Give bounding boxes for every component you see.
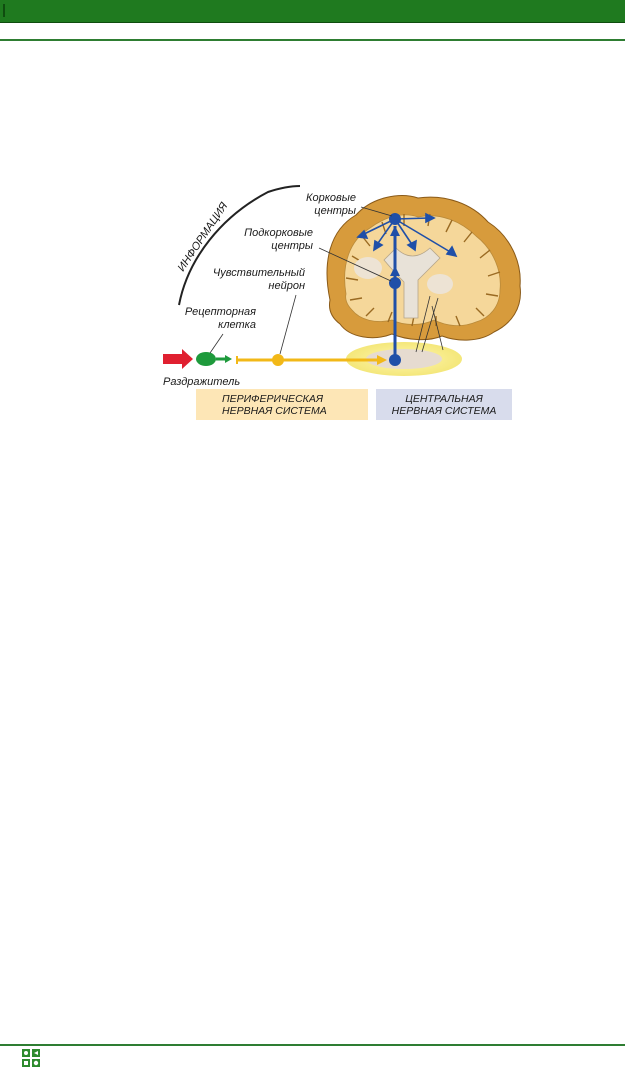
cns-label-1: ЦЕНТРАЛЬНАЯ: [405, 393, 483, 405]
cns-box: [376, 389, 512, 420]
pathway-arrow-head-lower: [390, 266, 400, 276]
stimulus-label: Раздражитель: [163, 376, 240, 388]
pathway-arrow-head-upper: [390, 226, 400, 236]
sensory-label-pointer: [279, 294, 297, 355]
subcortical-nucleus-right: [427, 274, 453, 294]
info-label: ИНФОРМАЦИЯ: [176, 200, 231, 274]
header-bar: [0, 0, 625, 23]
cortical-label-2: центры: [314, 205, 356, 217]
subcortical-center-dot: [389, 277, 401, 289]
information-curve: [178, 185, 301, 306]
pns-label-2: НЕРВНАЯ СИСТЕМА: [222, 405, 327, 417]
pointer-line-3: [431, 305, 444, 351]
subcortical-label-2: центры: [271, 240, 313, 252]
pointer-line-2: [421, 297, 439, 353]
receptor-label-1: Рецепторная: [185, 306, 256, 318]
cortical-radiation-arrows: [356, 212, 458, 258]
header-notch: [3, 4, 5, 17]
header-rule: [0, 39, 625, 41]
cortical-label-1: Корковые: [306, 192, 356, 204]
cortical-folds: [345, 213, 501, 327]
sensory-label-1: Чувствительный: [213, 267, 305, 279]
cns-label-2: НЕРВНАЯ СИСТЕМА: [392, 405, 497, 417]
receptor-cell: [196, 352, 216, 366]
receptor-arrow-head: [225, 355, 232, 363]
publisher-logo-icon: [21, 1048, 41, 1068]
sensory-neuron-body: [272, 354, 284, 366]
receptor-label-2: клетка: [218, 319, 256, 331]
pointer-line-1: [415, 295, 431, 353]
receptor-label-pointer: [209, 333, 224, 354]
sensory-arrow-head: [377, 355, 387, 365]
subcortical-label-1: Подкорковые: [244, 227, 313, 239]
subcortical-label-pointer: [318, 247, 392, 282]
subcortical-nucleus-left: [354, 257, 382, 279]
cortical-label-pointer: [360, 206, 393, 217]
spinal-neuron-dot: [389, 354, 401, 366]
pns-box: [196, 389, 368, 420]
stimulus-arrow: [163, 349, 193, 369]
spinal-cord: [366, 349, 442, 369]
sensory-label-2: нейрон: [268, 280, 305, 292]
pns-label-1: ПЕРИФЕРИЧЕСКАЯ: [222, 393, 324, 405]
footer-rule: [0, 1044, 625, 1046]
